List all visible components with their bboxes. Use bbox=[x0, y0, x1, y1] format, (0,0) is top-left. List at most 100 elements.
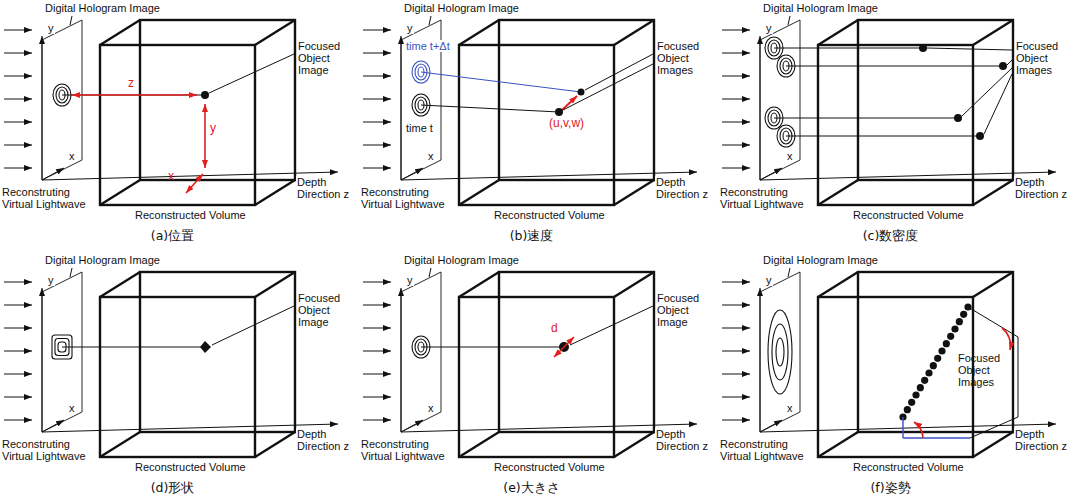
depth-label: Depth Direction z bbox=[655, 428, 717, 452]
distance-label: z bbox=[128, 77, 134, 89]
cube-edge bbox=[459, 20, 499, 45]
leader-line bbox=[962, 68, 1012, 116]
cube-edge bbox=[255, 432, 295, 457]
diameter-arrow bbox=[554, 337, 574, 357]
plane-line bbox=[970, 417, 1018, 438]
cube-edge bbox=[818, 20, 858, 45]
object-shape bbox=[200, 341, 211, 353]
depth-label: Depth Direction z bbox=[296, 176, 358, 200]
light-arrow bbox=[4, 351, 32, 352]
fringe-ring bbox=[772, 324, 788, 380]
cube-edge bbox=[459, 432, 499, 457]
size-label: d bbox=[551, 322, 558, 334]
light-arrow bbox=[722, 305, 750, 306]
x-axis bbox=[401, 168, 423, 180]
y-axis bbox=[42, 36, 43, 180]
cube-front bbox=[100, 45, 255, 205]
panel-caption: (a)位置 bbox=[0, 229, 345, 243]
leader-line bbox=[212, 306, 294, 345]
projection-line bbox=[62, 95, 205, 96]
light-arrow bbox=[4, 76, 32, 77]
object-dot bbox=[921, 377, 928, 384]
cube-edge bbox=[255, 180, 295, 205]
y-axis bbox=[401, 288, 402, 432]
light-arrow bbox=[4, 145, 32, 146]
y-axis bbox=[401, 36, 402, 180]
y-distance bbox=[204, 104, 206, 168]
light-arrow bbox=[722, 145, 750, 146]
velocity-vector bbox=[562, 96, 577, 110]
axis-label: x bbox=[68, 402, 76, 414]
object-dot bbox=[578, 89, 585, 96]
panel bbox=[722, 268, 1056, 457]
light-arrow bbox=[722, 328, 750, 329]
projection-line bbox=[62, 347, 201, 348]
leader-line bbox=[70, 16, 72, 25]
leader-line bbox=[788, 268, 790, 277]
light-arrow bbox=[722, 30, 750, 31]
light-label: Reconstruting Virtual Lightwave bbox=[720, 438, 815, 462]
panel-caption: (f)姿勢 bbox=[718, 481, 1063, 495]
cube-edge bbox=[100, 20, 140, 45]
cube-edge bbox=[255, 20, 295, 45]
object-label: Focused Object Image bbox=[298, 40, 348, 76]
depth-label: Depth Direction z bbox=[296, 428, 358, 452]
plane-line bbox=[968, 307, 1018, 337]
axis-label: y bbox=[47, 22, 55, 34]
hologram-label: Digital Hologram Image bbox=[404, 254, 519, 266]
reconstructed-volume bbox=[459, 272, 654, 457]
reconstructed-volume bbox=[459, 20, 654, 205]
light-arrow bbox=[363, 76, 391, 77]
panel bbox=[4, 268, 338, 457]
projection-line bbox=[774, 48, 923, 49]
object-dot bbox=[934, 355, 941, 362]
cube-edge bbox=[818, 272, 858, 297]
reconstructed-volume bbox=[818, 272, 1013, 457]
hologram-plane bbox=[401, 272, 441, 432]
projection-line bbox=[786, 136, 980, 137]
light-arrow bbox=[363, 122, 391, 123]
hologram-plane bbox=[42, 20, 82, 180]
y-axis bbox=[760, 288, 761, 432]
light-arrow bbox=[363, 351, 391, 352]
light-arrow bbox=[722, 420, 750, 421]
leader-line bbox=[1007, 60, 1012, 65]
x-axis bbox=[42, 420, 64, 432]
light-arrow bbox=[722, 99, 750, 100]
fringe-ring bbox=[776, 338, 784, 366]
cube-edge bbox=[614, 180, 654, 205]
z-axis bbox=[42, 424, 338, 432]
object-label: Focused Object Images bbox=[958, 352, 1010, 388]
cube-front bbox=[818, 45, 973, 205]
light-arrow bbox=[4, 99, 32, 100]
object-dot bbox=[956, 318, 963, 325]
object-dot bbox=[912, 391, 919, 398]
light-arrow bbox=[363, 145, 391, 146]
object-label: Focused Object Image bbox=[298, 292, 348, 328]
leader-line bbox=[788, 16, 790, 25]
volume-label: Reconstructed Volume bbox=[494, 461, 605, 473]
hologram-plane bbox=[760, 272, 800, 432]
cube-edge bbox=[973, 432, 1013, 457]
light-label: Reconstruting Virtual Lightwave bbox=[2, 438, 97, 462]
projection-line bbox=[903, 437, 970, 438]
cube-front bbox=[459, 297, 614, 457]
cube-edge bbox=[255, 272, 295, 297]
hologram-label: Digital Hologram Image bbox=[763, 254, 878, 266]
light-arrow bbox=[363, 53, 391, 54]
light-label: Reconstruting Virtual Lightwave bbox=[361, 186, 456, 210]
object-label: Focused Object Images bbox=[657, 40, 707, 76]
light-arrow bbox=[4, 420, 32, 421]
leader-line bbox=[984, 74, 1012, 134]
object-dot bbox=[976, 132, 984, 140]
cube-edge bbox=[818, 432, 858, 457]
object-dot bbox=[917, 384, 924, 391]
projection-line bbox=[421, 72, 581, 92]
z-axis bbox=[401, 424, 697, 432]
object-dot bbox=[904, 406, 911, 413]
axis-label: x bbox=[68, 150, 76, 162]
light-arrow bbox=[722, 76, 750, 77]
cube-edge bbox=[614, 432, 654, 457]
leader-line bbox=[429, 268, 431, 277]
